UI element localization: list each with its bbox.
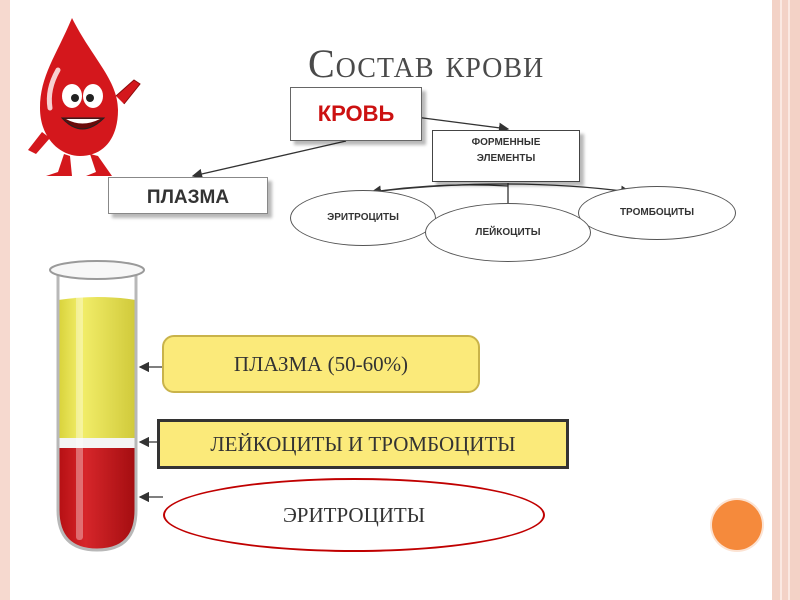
- erythrocytes-callout: ЭРИТРОЦИТЫ: [163, 478, 545, 552]
- tube-highlight: [76, 290, 83, 540]
- plasma-callout: ПЛАЗМА (50-60%): [162, 335, 480, 393]
- accent-dot: [712, 500, 762, 550]
- white-layer: [58, 438, 136, 448]
- leukocytes-platelets-callout: ЛЕЙКОЦИТЫ И ТРОМБОЦИТЫ: [157, 419, 569, 469]
- red-layer: [58, 448, 136, 550]
- plasma-layer: [58, 297, 136, 448]
- tube-rim: [50, 261, 144, 279]
